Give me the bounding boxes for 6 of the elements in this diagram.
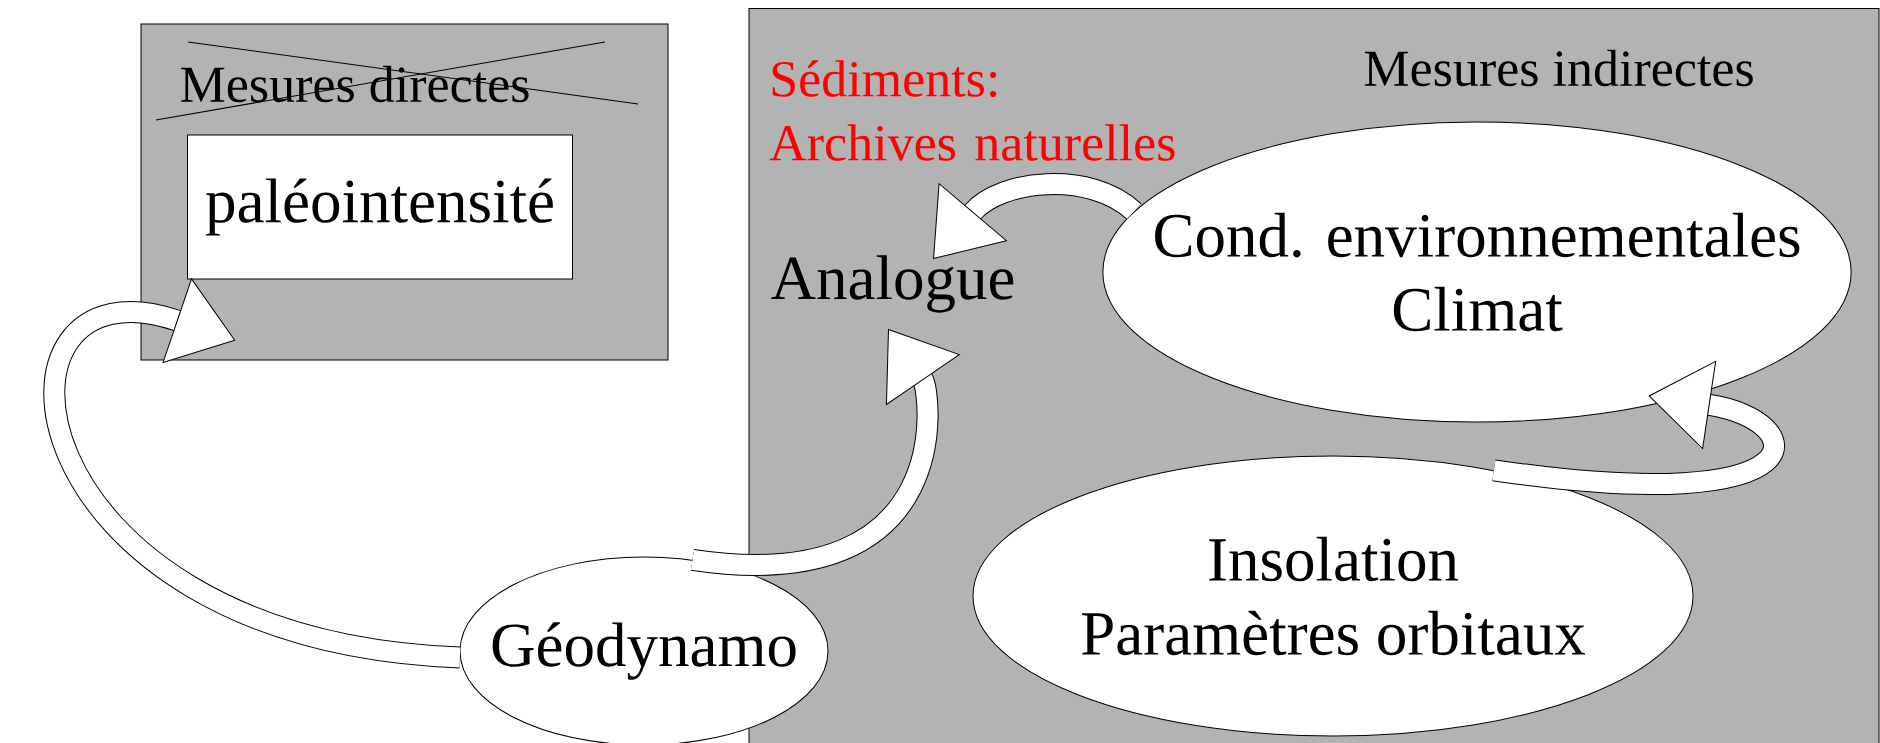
hollow-arrow: [44, 278, 462, 669]
hollow-arrow: [933, 173, 1141, 259]
text-box: paléointensité: [187, 134, 573, 280]
hollow-arrow: [1492, 360, 1785, 495]
node-label: Analogue: [771, 255, 1014, 313]
hollow-arrow: [691, 329, 960, 576]
